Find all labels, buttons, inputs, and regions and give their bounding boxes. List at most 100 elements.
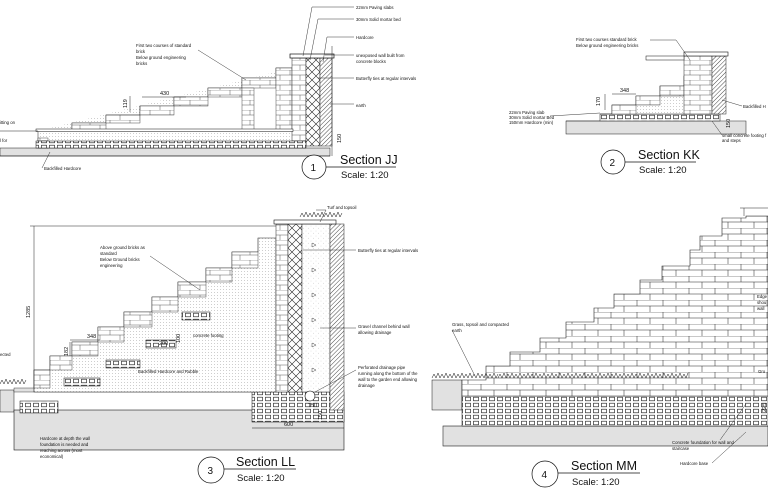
kk-step-brick — [611, 104, 637, 115]
ll-section-scale: Scale: 1:20 — [237, 473, 285, 484]
ll-step-brick — [49, 355, 73, 371]
ll-step-brick — [123, 311, 153, 328]
ll-cut-label: ected — [0, 352, 11, 357]
ll-hardcore-label-3: reaching across (most — [40, 448, 83, 453]
kk-courses-label-2: Below ground engineering bricks — [576, 43, 638, 48]
ll-step-footing — [105, 359, 141, 369]
mm-section-bubble — [531, 460, 559, 488]
ll-gravel-label: Gravel channel behind wall — [358, 324, 410, 329]
section-jj: 119 430 150 22mm Paving slabs 30mm Solid… — [0, 5, 416, 181]
jj-step-brick — [105, 114, 141, 124]
mm-brick-wall — [461, 215, 768, 397]
section-kk: 170 348 150 First two courses standard b… — [509, 37, 767, 176]
kk-section-number: 2 — [610, 158, 616, 169]
ll-gap-label: 150 — [308, 403, 317, 409]
mm-depth-label: 225 — [762, 403, 768, 412]
ll-earth — [329, 223, 345, 411]
ll-step-brick — [231, 251, 259, 269]
ll-section-bubble — [197, 456, 225, 484]
ll-base-h-label: 150 — [318, 411, 324, 420]
ll-backfilled-label: Backfilled Hardcore and Rubble — [138, 369, 199, 374]
jj-step-brick — [241, 77, 277, 89]
ll-front-footing — [19, 400, 59, 414]
mm-section-title: Section MM — [571, 459, 637, 473]
jj-hardcore-label: Hardcore — [356, 35, 374, 40]
kk-tread-label: 348 — [620, 88, 629, 94]
ll-pipe-label-3: wall to the garden end allowing — [358, 377, 418, 382]
jj-paving-label: 22mm Paving slabs — [356, 5, 394, 10]
section-ll: 1285 348 182 100 200 150 600 150 Turf an… — [0, 205, 418, 484]
jj-tread-label: 430 — [160, 91, 169, 97]
ll-step-brick — [151, 296, 179, 313]
ll-left-ground — [0, 389, 15, 413]
kk-wall-blocks — [711, 55, 727, 115]
ll-gravel-label-2: allowing drainage — [358, 330, 392, 335]
kk-rise-label: 170 — [596, 97, 602, 106]
jj-riser-brick — [241, 87, 255, 132]
jj-wall-brick — [291, 57, 307, 147]
jj-riser-brick — [275, 67, 293, 132]
ll-above-label-2: standard — [100, 251, 117, 256]
mm-grass-label: Grass, topsoil and compacted — [452, 322, 509, 327]
kk-paving-slab — [683, 51, 729, 57]
ll-pipe-label-4: drainage — [358, 383, 375, 388]
ll-grass-top — [299, 211, 343, 218]
mm-edge-label: Edge — [757, 294, 768, 299]
kk-step-brick — [659, 85, 685, 97]
jj-courses-label: First two courses of standard — [136, 43, 192, 48]
ll-base-w-label: 600 — [284, 422, 293, 428]
mm-section-number: 4 — [542, 470, 548, 481]
kk-footing-label-2: and steps — [722, 138, 741, 143]
ll-section-title: Section LL — [236, 455, 295, 469]
jj-butterfly-label: Butterfly ties at regular intervals — [356, 76, 416, 81]
jj-rise-label: 119 — [123, 99, 129, 108]
mm-foundation — [461, 395, 768, 427]
jj-base-label: 150 — [337, 134, 343, 143]
ll-footing-label: concrete footing — [193, 333, 224, 338]
kk-footing-label: small concrete footing f — [722, 133, 767, 138]
ll-step-footing — [145, 339, 177, 349]
kk-base-label: 150 — [726, 119, 732, 128]
ll-above-label: Above ground bricks as — [100, 245, 145, 250]
jj-unexposed-label-2: concrete blocks — [356, 59, 386, 64]
ll-hardcore-label-2: foundation is needed and — [40, 442, 89, 447]
kk-base-hardcore — [565, 120, 747, 135]
mm-grass — [431, 372, 499, 379]
kk-backfilled-label: Backfilled H — [743, 104, 766, 109]
jj-section-scale: Scale: 1:20 — [341, 170, 389, 181]
jj-courses-label-3: Below ground engineering — [136, 55, 187, 60]
jj-step-brick — [207, 87, 243, 98]
ll-step-brick — [97, 326, 125, 343]
ll-step-brick — [205, 267, 233, 283]
ll-turf-label: Turf and topsoil — [327, 205, 357, 210]
jj-mortar-label: 30mm Solid mortar bed — [356, 17, 401, 22]
mm-hardcore-label: Hardcore base — [680, 461, 709, 466]
ll-paving-slab — [273, 219, 337, 225]
jj-wall-cavity — [305, 57, 321, 147]
mm-foundation-label-2: staircase — [672, 446, 690, 451]
kk-mortar-label: 30mm Solid mortar Bed — [509, 115, 555, 120]
ll-step-footing — [181, 311, 211, 321]
mm-edge-label-2: shou — [757, 300, 767, 305]
ll-step-footing — [63, 377, 101, 387]
kk-section-scale: Scale: 1:20 — [639, 165, 687, 176]
kk-step-brick — [635, 95, 661, 106]
kk-courses-label: First two courses standard brick — [576, 37, 638, 42]
ll-pipe-label-2: running along the bottom of the — [358, 371, 418, 376]
jj-section-title: Section JJ — [340, 153, 398, 167]
ll-grass-left — [0, 378, 27, 385]
jj-base-hardcore — [0, 147, 331, 157]
ll-pipe-label: Perforated drainage pipe — [358, 365, 406, 370]
ll-wall-brick — [275, 223, 289, 393]
jj-section-number: 1 — [311, 163, 317, 174]
ll-gravel-channel — [301, 223, 331, 393]
kk-hardcore-label: 150mm Hardcore (min) — [509, 120, 554, 125]
ll-butterfly-label: Butterfly ties at regular intervals — [358, 248, 418, 253]
ll-drain-pipe — [304, 390, 316, 402]
ll-footing-w-label: 200 — [159, 341, 168, 347]
mm-section-scale: Scale: 1:20 — [572, 477, 620, 488]
ll-hardcore-label: Hardcore at depth the wall — [40, 436, 90, 441]
ll-above-label-4: engineering — [100, 263, 123, 268]
section-mm: Grass, topsoil and compacted earth Concr… — [431, 207, 768, 488]
